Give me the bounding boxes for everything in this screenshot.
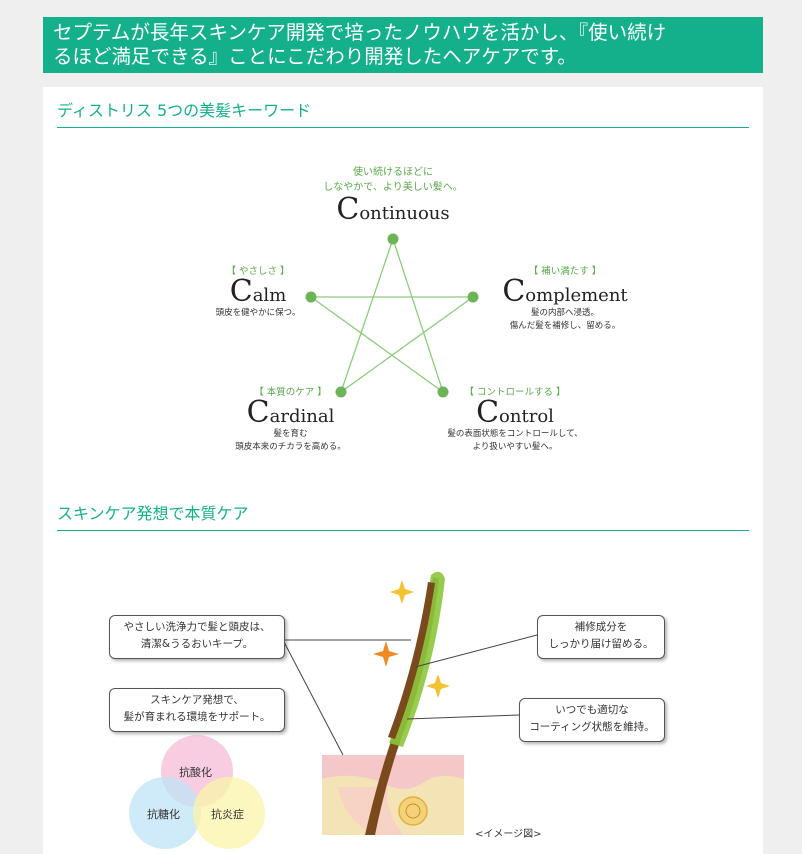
- callout-text: 清潔&うるおいキープ。: [140, 638, 254, 650]
- keyword-desc: 頭皮を健やかに保つ。: [215, 308, 301, 318]
- star-line: [340, 296, 474, 393]
- keyword-desc: 傷んだ髪を補修し、留める。: [509, 321, 621, 331]
- star-line: [392, 238, 444, 393]
- intro-banner-text: セプテムが長年スキンケア開発で培ったノウハウを活かし、『使い続け るほど満足でき…: [53, 21, 758, 69]
- keyword-note: しなやかで、より美しい髪へ。: [323, 182, 463, 193]
- banner-line-2: るほど満足できる』ことにこだわり開発したヘアケアです。: [53, 45, 577, 68]
- hair-core: [388, 582, 435, 739]
- skin-top-layer: [322, 755, 464, 789]
- callout-text: いつでも適切な: [555, 704, 629, 716]
- keyword-rest: alm: [252, 285, 287, 306]
- callout-text: コーティング状態を維持。: [529, 721, 655, 733]
- sparkle-icon: [426, 674, 450, 698]
- keyword-rest: ontinuous: [359, 203, 450, 224]
- keyword-note: 使い続けるほどに: [353, 167, 433, 178]
- hair-bulb: [398, 796, 428, 826]
- keyword-initial: C: [502, 274, 526, 309]
- keyword-desc: より扱いやすい髪へ。: [472, 442, 558, 452]
- venn-circle-right: [193, 777, 265, 849]
- callout-text: 補修成分を: [574, 621, 628, 633]
- keyword-cardinal: 【 本質のケア 】 Cardinal 髪を育む 頭皮本来のチカラを高める。: [223, 384, 358, 454]
- hair-illustration: [129, 571, 538, 849]
- keyword-complement: 【 補い満たす 】 Complement 髪の内部へ浸透。 傷んだ髪を補修し、留…: [475, 263, 655, 333]
- keyword-tag: 【 本質のケア 】: [254, 387, 327, 398]
- section-divider: [57, 127, 749, 128]
- callout-text: スキンケア発想で、: [150, 694, 244, 706]
- star-line: [340, 238, 394, 393]
- keyword-initial: C: [476, 395, 500, 430]
- star-point-top: [387, 233, 399, 245]
- callout-environment: スキンケア発想で、 髪が育まれる環境をサポート。: [109, 688, 285, 732]
- venn-label-antiinflammatory: 抗炎症: [211, 808, 244, 821]
- content-panel: ディストリス 5つの美髪キーワード 使い続けるほどに しなやかで、より美しい髪へ…: [43, 87, 763, 854]
- keyword-rest: omplement: [525, 285, 628, 306]
- keyword-rest: ardinal: [269, 406, 335, 427]
- callout-coating: いつでも適切な コーティング状態を維持。: [519, 698, 665, 742]
- keyword-initial: C: [246, 395, 270, 430]
- section-title-keywords: ディストリス 5つの美髪キーワード: [57, 101, 312, 120]
- skin-follicle: [338, 787, 403, 835]
- banner-line-1: セプテムが長年スキンケア開発で培ったノウハウを活かし、『使い続け: [53, 21, 667, 44]
- keyword-tag: 【 補い満たす 】: [528, 266, 602, 277]
- callout-repair: 補修成分を しっかり届け留める。: [537, 615, 665, 659]
- venn-label-antioxidant: 抗酸化: [179, 766, 212, 779]
- keyword-desc: 髪の内部へ浸透。: [530, 308, 599, 318]
- callout-text: やさしい洗浄力で髪と頭皮は、: [123, 621, 271, 633]
- keyword-desc: 頭皮本来のチカラを高める。: [235, 442, 346, 452]
- callout-cleansing: やさしい洗浄力で髪と頭皮は、 清潔&うるおいキープ。: [109, 615, 285, 659]
- star-point-left: [305, 291, 317, 303]
- sparkle-icon: [373, 641, 399, 667]
- section-title-skincare: スキンケア発想で本質ケア: [57, 504, 249, 523]
- leader-line: [414, 634, 538, 668]
- keyword-tag: 【 やさしさ 】: [226, 266, 290, 277]
- pentagram-diagram: [305, 233, 479, 398]
- star-point-right: [467, 291, 479, 303]
- image-caption: <イメージ図>: [475, 829, 542, 840]
- keyword-control: 【 コントロールする 】 Control 髪の表面状態をコントロールして、 より…: [425, 384, 605, 454]
- keyword-initial: C: [336, 192, 360, 227]
- venn-label-antiglycation: 抗糖化: [147, 808, 180, 821]
- star-point-bottom-right: [437, 386, 449, 398]
- star-line: [310, 296, 444, 393]
- star-point-bottom-left: [335, 386, 347, 398]
- keyword-rest: ontrol: [499, 406, 554, 427]
- keyword-continuous: 使い続けるほどに しなやかで、より美しい髪へ。 Continuous: [293, 165, 493, 225]
- hair-bulb-core: [405, 803, 421, 819]
- venn-circle-left: [129, 777, 201, 849]
- intro-banner: セプテムが長年スキンケア開発で培ったノウハウを活かし、『使い続け るほど満足でき…: [43, 17, 763, 73]
- hair-shaft: [365, 577, 439, 835]
- callout-text: しっかり届け留める。: [548, 638, 654, 650]
- leader-line: [406, 714, 520, 720]
- keyword-desc: 髪の表面状態をコントロールして、: [447, 429, 583, 439]
- section-divider: [57, 530, 749, 531]
- leader-line: [282, 639, 344, 756]
- sparkle-icon: [390, 580, 414, 604]
- keyword-initial: C: [229, 274, 253, 309]
- callout-text: 髪が育まれる環境をサポート。: [123, 711, 271, 723]
- keyword-calm: 【 やさしさ 】 Calm 頭皮を健やかに保つ。: [203, 263, 313, 320]
- keyword-tag: 【 コントロールする 】: [464, 387, 566, 398]
- keyword-desc: 髪を育む: [273, 429, 308, 439]
